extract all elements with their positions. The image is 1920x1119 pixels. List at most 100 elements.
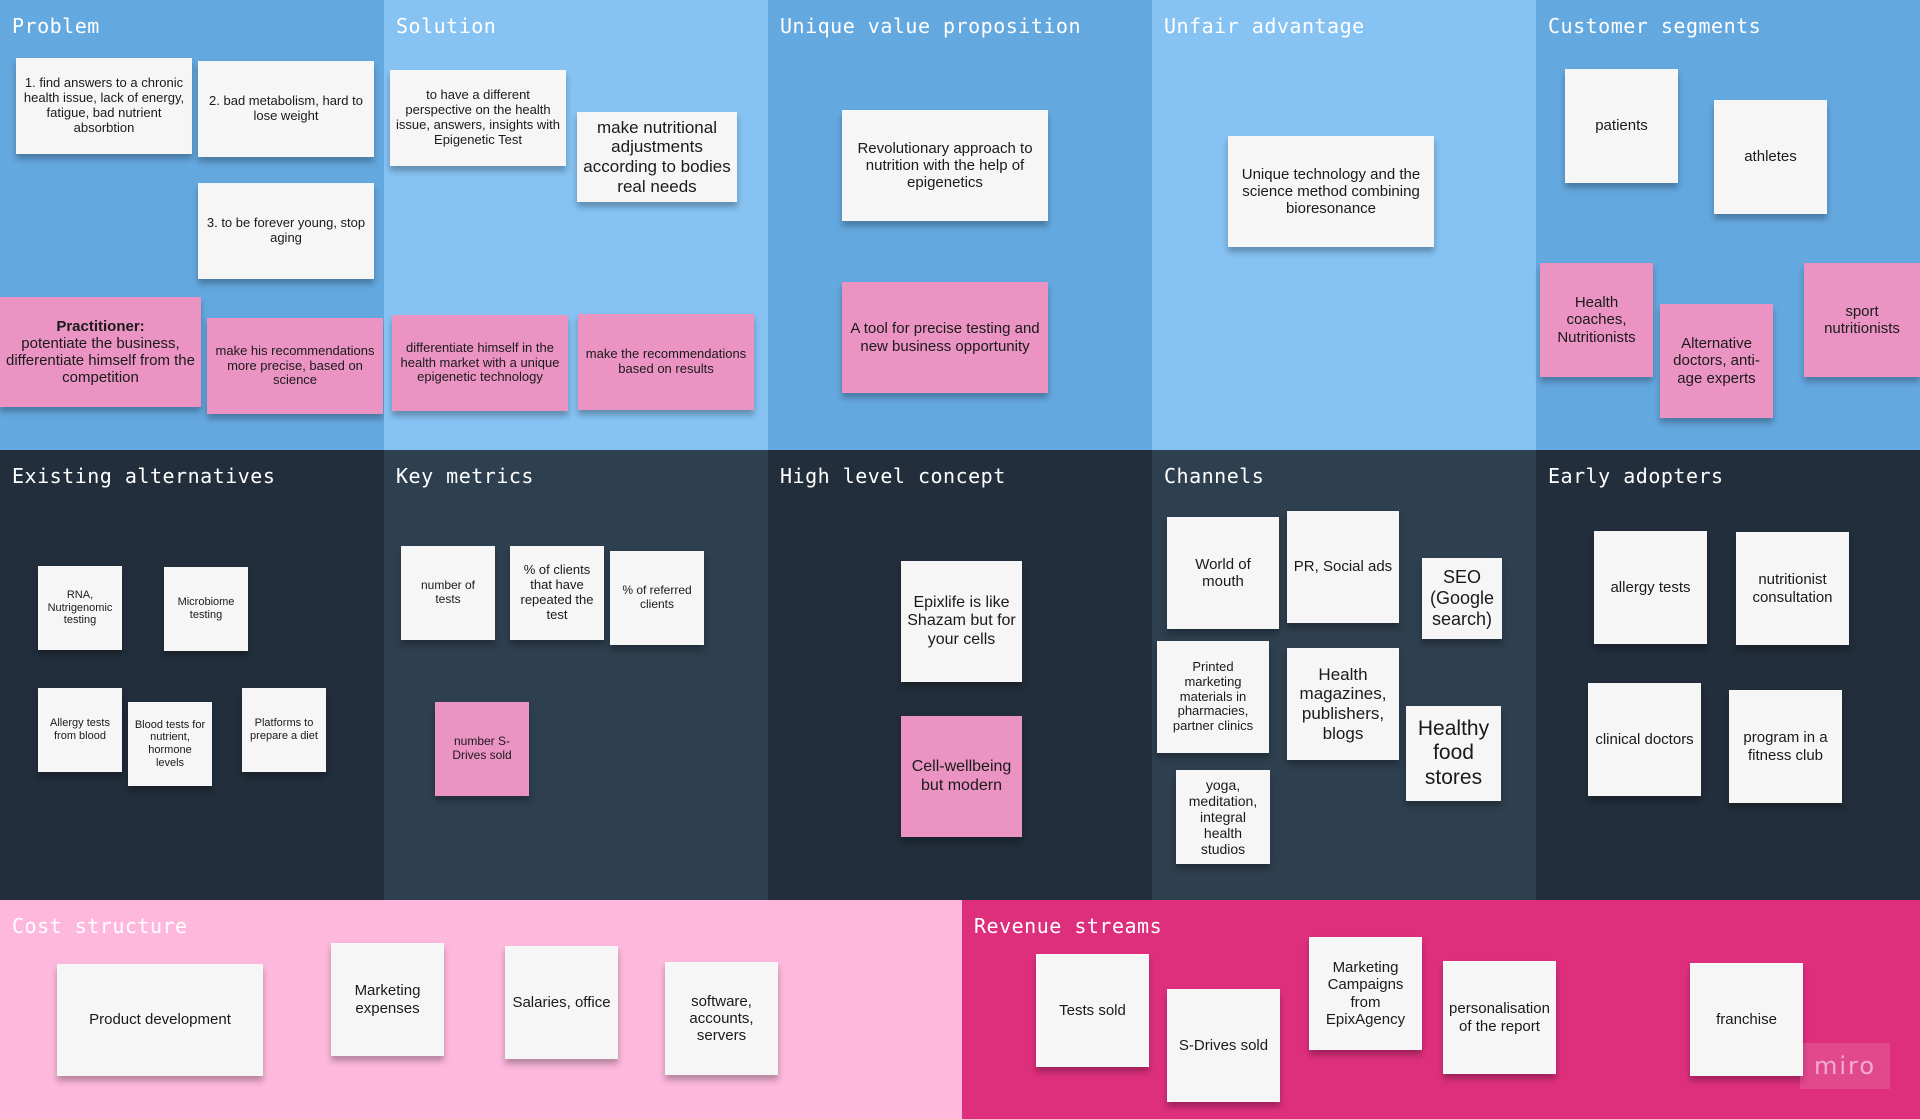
section-problem: Problem 1. find answers to a chronic hea… [0, 0, 384, 450]
sticky-note[interactable]: Alternative doctors, anti-age experts [1660, 304, 1773, 418]
note-text: make nutritional adjustments according t… [583, 117, 731, 196]
note-text: 2. bad metabolism, hard to lose weight [209, 93, 363, 123]
section-title-adopters: Early adopters [1548, 464, 1724, 488]
section-title-uvp: Unique value proposition [780, 14, 1081, 38]
sticky-note[interactable]: World of mouth [1167, 517, 1279, 629]
miro-watermark: miro [1800, 1043, 1890, 1089]
sticky-note[interactable]: franchise [1690, 963, 1803, 1076]
note-text: Tests sold [1059, 1001, 1126, 1019]
sticky-note[interactable]: Microbiome testing [164, 567, 248, 651]
sticky-note[interactable]: RNA, Nutrigenomic testing [38, 566, 122, 650]
note-text: program in a fitness club [1743, 729, 1828, 764]
sticky-note[interactable]: to have a different perspective on the h… [390, 70, 566, 166]
note-text: allergy tests [1610, 578, 1691, 596]
sticky-note[interactable]: Practitioner:potentiate the business, di… [0, 297, 201, 407]
sticky-note[interactable]: 2. bad metabolism, hard to lose weight [198, 61, 374, 157]
note-text: Product development [89, 1011, 231, 1029]
sticky-note[interactable]: Allergy tests from blood [38, 688, 122, 772]
section-unfair-advantage: Unfair advantage Unique technology and t… [1152, 0, 1536, 450]
note-text: franchise [1716, 1010, 1777, 1028]
section-early-adopters: Early adopters allergy tests nutritionis… [1536, 450, 1920, 900]
sticky-note[interactable]: personalisation of the report [1443, 961, 1556, 1074]
note-text: PR, Social ads [1293, 558, 1393, 576]
section-title-channels: Channels [1164, 464, 1265, 488]
sticky-note[interactable]: program in a fitness club [1729, 690, 1842, 803]
sticky-note[interactable]: Epixlife is like Shazam but for your cel… [901, 561, 1022, 682]
section-high-level-concept: High level concept Epixlife is like Shaz… [768, 450, 1152, 900]
sticky-note[interactable]: 3. to be forever young, stop aging [198, 183, 374, 279]
sticky-note[interactable]: PR, Social ads [1287, 511, 1399, 623]
sticky-note[interactable]: SEO (Google search) [1422, 558, 1502, 639]
note-text: Blood tests for nutrient, hormone levels [134, 718, 206, 769]
note-text: Epixlife is like Shazam but for your cel… [907, 593, 1016, 648]
sticky-note[interactable]: Health coaches, Nutritionists [1540, 263, 1653, 377]
sticky-note[interactable]: Healthy food stores [1406, 706, 1501, 801]
note-text: Alternative doctors, anti-age experts [1673, 335, 1760, 387]
sticky-note[interactable]: Cell-wellbeing but modern [901, 716, 1022, 837]
sticky-note[interactable]: yoga, meditation, integral health studio… [1176, 770, 1270, 864]
note-text: 1. find answers to a chronic health issu… [23, 75, 185, 135]
sticky-note[interactable]: Printed marketing materials in pharmacie… [1157, 641, 1269, 753]
sticky-note[interactable]: % of clients that have repeated the test [510, 546, 604, 640]
note-text: Salaries, office [512, 993, 611, 1011]
sticky-note[interactable]: Marketing Campaigns from EpixAgency [1309, 937, 1422, 1050]
note-text: make the recommendations based on result… [585, 346, 747, 376]
section-revenue-streams: Revenue streams Tests sold S-Drives sold… [962, 900, 1920, 1119]
sticky-note[interactable]: differentiate himself in the health mark… [392, 315, 568, 411]
sticky-note[interactable]: Blood tests for nutrient, hormone levels [128, 702, 212, 786]
note-text: Platforms to prepare a diet [250, 717, 318, 742]
sticky-note[interactable]: Revolutionary approach to nutrition with… [842, 110, 1048, 221]
sticky-note[interactable]: Platforms to prepare a diet [242, 688, 326, 772]
note-text: Allergy tests from blood [50, 717, 110, 742]
sticky-note[interactable]: software, accounts, servers [665, 962, 778, 1075]
sticky-note[interactable]: allergy tests [1594, 531, 1707, 644]
note-text: Health magazines, publishers, blogs [1299, 664, 1387, 743]
sticky-note[interactable]: athletes [1714, 100, 1827, 214]
section-title-alternatives: Existing alternatives [12, 464, 276, 488]
section-title-segments: Customer segments [1548, 14, 1762, 38]
sticky-note[interactable]: Health magazines, publishers, blogs [1287, 648, 1399, 760]
sticky-note[interactable]: A tool for precise testing and new busin… [842, 282, 1048, 393]
sticky-note[interactable]: Unique technology and the science method… [1228, 136, 1434, 247]
sticky-note[interactable]: make the recommendations based on result… [578, 314, 754, 410]
section-title-problem: Problem [12, 14, 100, 38]
note-text: SEO (Google search) [1429, 567, 1495, 629]
note-text: number S-Drives sold [452, 734, 512, 762]
section-title-unfair: Unfair advantage [1164, 14, 1365, 38]
sticky-note[interactable]: S-Drives sold [1167, 989, 1280, 1102]
section-key-metrics: Key metrics number of tests % of clients… [384, 450, 768, 900]
section-unique-value-proposition: Unique value proposition Revolutionary a… [768, 0, 1152, 450]
section-solution: Solution to have a different perspective… [384, 0, 768, 450]
sticky-note[interactable]: Tests sold [1036, 954, 1149, 1067]
sticky-note[interactable]: number S-Drives sold [435, 702, 529, 796]
note-text: World of mouth [1195, 555, 1251, 590]
note-text: A tool for precise testing and new busin… [850, 320, 1040, 355]
note-text: Revolutionary approach to nutrition with… [857, 139, 1033, 192]
note-text: Unique technology and the science method… [1241, 165, 1421, 218]
sticky-note[interactable]: patients [1565, 69, 1678, 183]
note-heading: Practitioner: [56, 317, 145, 335]
note-text: 3. to be forever young, stop aging [206, 215, 366, 245]
section-existing-alternatives: Existing alternatives RNA, Nutrigenomic … [0, 450, 384, 900]
sticky-note[interactable]: Salaries, office [505, 946, 618, 1059]
sticky-note[interactable]: nutritionist consultation [1736, 532, 1849, 645]
sticky-note[interactable]: Marketing expenses [331, 943, 444, 1056]
sticky-note[interactable]: make nutritional adjustments according t… [577, 112, 737, 202]
sticky-note[interactable]: clinical doctors [1588, 683, 1701, 796]
note-text: make his recommendations more precise, b… [215, 342, 375, 388]
section-title-concept: High level concept [780, 464, 1006, 488]
sticky-note[interactable]: 1. find answers to a chronic health issu… [16, 58, 192, 154]
note-text: yoga, meditation, integral health studio… [1188, 776, 1258, 858]
sticky-note[interactable]: % of referred clients [610, 551, 704, 645]
note-text: Printed marketing materials in pharmacie… [1172, 658, 1254, 734]
note-text: Marketing expenses [354, 982, 421, 1017]
note-text: % of referred clients [622, 583, 692, 611]
sticky-note[interactable]: make his recommendations more precise, b… [207, 318, 383, 414]
sticky-note[interactable]: number of tests [401, 546, 495, 640]
note-text: number of tests [420, 578, 476, 606]
sticky-note[interactable]: Product development [57, 964, 263, 1076]
sticky-note[interactable]: sport nutritionists [1804, 263, 1920, 377]
note-text: athletes [1744, 148, 1797, 166]
note-text: Marketing Campaigns from EpixAgency [1325, 959, 1406, 1028]
note-text: sport nutritionists [1824, 302, 1900, 337]
